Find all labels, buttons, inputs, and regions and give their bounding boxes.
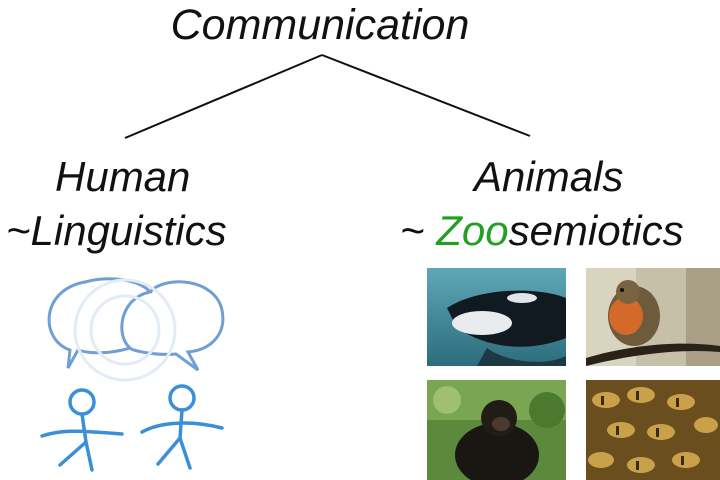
- stick-figure-icon: [140, 384, 224, 470]
- subtitle-suffix: semiotics: [508, 207, 684, 254]
- subtitle-highlight: Zoo: [436, 207, 509, 254]
- speech-bubble-icon: [47, 277, 225, 372]
- right-branch-subtitle: ~ Zoosemiotics: [400, 210, 684, 252]
- right-branch-title: Animals: [474, 153, 624, 200]
- left-branch-title: Human: [55, 153, 191, 200]
- stick-figure-icon: [40, 388, 124, 472]
- bees-photo: [586, 380, 720, 480]
- robin-photo: [586, 268, 720, 366]
- orca-photo: [427, 268, 566, 366]
- diagram-title: Communication: [170, 1, 470, 49]
- subtitle-prefix: ~: [400, 207, 437, 254]
- human-communication-illustration: [40, 277, 225, 472]
- left-branch-subtitle: ~Linguistics: [6, 207, 227, 254]
- faint-logo-circle: [73, 278, 177, 382]
- chimpanzee-photo: [427, 380, 566, 480]
